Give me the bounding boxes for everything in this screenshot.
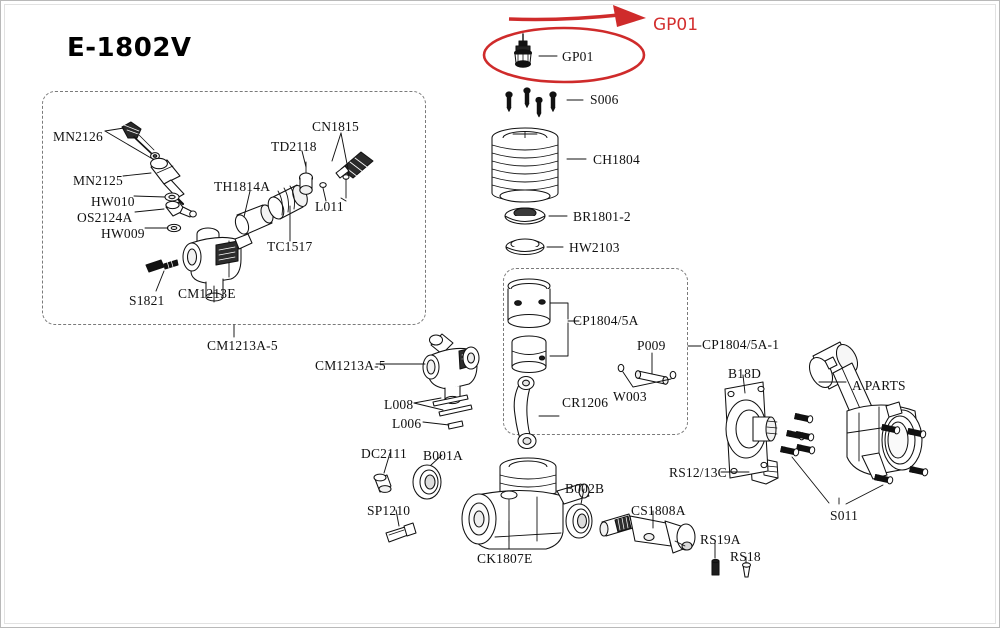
label-hw010: HW010 (91, 194, 135, 209)
label-l006: L006 (392, 416, 422, 431)
part-w003 (617, 363, 677, 380)
label-cp1804-5a-1: CP1804/5A-1 (702, 337, 780, 352)
label-gp01-part: GP01 (562, 49, 594, 64)
carburetor-group-box (42, 91, 426, 325)
label-s006: S006 (590, 92, 619, 107)
gp01-callout-label: GP01 (653, 15, 699, 35)
label-ch1804: CH1804 (593, 152, 640, 167)
part-b001a (412, 464, 442, 500)
part-hw010 (164, 192, 180, 202)
part-os2124a (165, 200, 197, 218)
part-sp1210 (385, 522, 417, 543)
label-a-parts: A PARTS (852, 378, 906, 393)
page-title: E-1802V (67, 33, 192, 63)
part-hw009 (166, 223, 182, 233)
part-rs18 (741, 562, 752, 578)
label-cm1213a-5-box: CM1213A-5 (207, 338, 278, 353)
part-cp1804-piston (511, 335, 547, 374)
label-cm1213e: CM1213E (178, 286, 236, 301)
label-hw2103: HW2103 (569, 240, 620, 255)
label-mn2126: MN2126 (53, 129, 103, 144)
part-dc2111 (373, 473, 392, 493)
label-td2118: TD2118 (271, 139, 317, 154)
label-hw009: HW009 (101, 226, 145, 241)
part-gp01 (513, 33, 533, 68)
label-p009: P009 (637, 338, 666, 353)
label-cs1808a: CS1808A (631, 503, 686, 518)
label-br1801-2: BR1801-2 (573, 209, 631, 224)
part-mn2125 (150, 157, 185, 206)
part-l008 (432, 394, 473, 417)
part-b002b (565, 503, 593, 539)
label-rs18: RS18 (730, 549, 761, 564)
label-cp1804-5a: CP1804/5A (573, 313, 639, 328)
label-mn2125: MN2125 (73, 173, 123, 188)
part-l011 (319, 174, 350, 199)
label-b18d: B18D (728, 366, 762, 381)
part-cm1213e (182, 227, 253, 302)
label-s011: S011 (830, 508, 859, 523)
piston-group-box (503, 268, 688, 435)
part-mn2126 (121, 121, 160, 160)
part-td2118 (298, 161, 314, 195)
label-sp1210: SP1210 (367, 503, 411, 518)
gp01-highlight-annotation (482, 5, 646, 84)
part-cs1808a (599, 513, 696, 554)
part-tc1517 (267, 184, 308, 220)
label-ck1807e: CK1807E (477, 551, 533, 566)
label-cr1206: CR1206 (562, 395, 609, 410)
part-l006 (447, 420, 464, 430)
label-tc1517: TC1517 (267, 239, 313, 254)
label-rs19a: RS19A (700, 532, 741, 547)
label-l008: L008 (384, 397, 414, 412)
part-s1821 (145, 259, 179, 273)
label-b002b: B002B (565, 481, 605, 496)
label-s1821: S1821 (129, 293, 165, 308)
label-l011: L011 (315, 199, 344, 214)
label-os2124a: OS2124A (77, 210, 133, 225)
label-cn1815: CN1815 (312, 119, 359, 134)
label-b001a: B001A (423, 448, 464, 463)
part-th1814a (234, 204, 274, 235)
part-cp1804-sleeve (507, 278, 551, 329)
part-cm1213a-5-unit (422, 333, 480, 405)
label-th1814a: TH1814A (214, 179, 271, 194)
label-rs12-13c: RS12/13C (669, 465, 727, 480)
part-br1801-2 (504, 207, 546, 225)
part-rs19a (711, 558, 720, 576)
part-ck1807e (461, 457, 590, 550)
part-b18d (724, 381, 778, 479)
part-s006 (505, 87, 557, 118)
part-cr1206 (513, 375, 537, 450)
part-a-parts (808, 341, 923, 480)
label-w003: W003 (613, 389, 647, 404)
label-cm1213a-5-part: CM1213A-5 (315, 358, 386, 373)
part-ch1804 (491, 127, 559, 203)
part-cn1815 (335, 151, 374, 179)
label-dc2111: DC2111 (361, 446, 407, 461)
part-hw2103 (505, 238, 545, 256)
